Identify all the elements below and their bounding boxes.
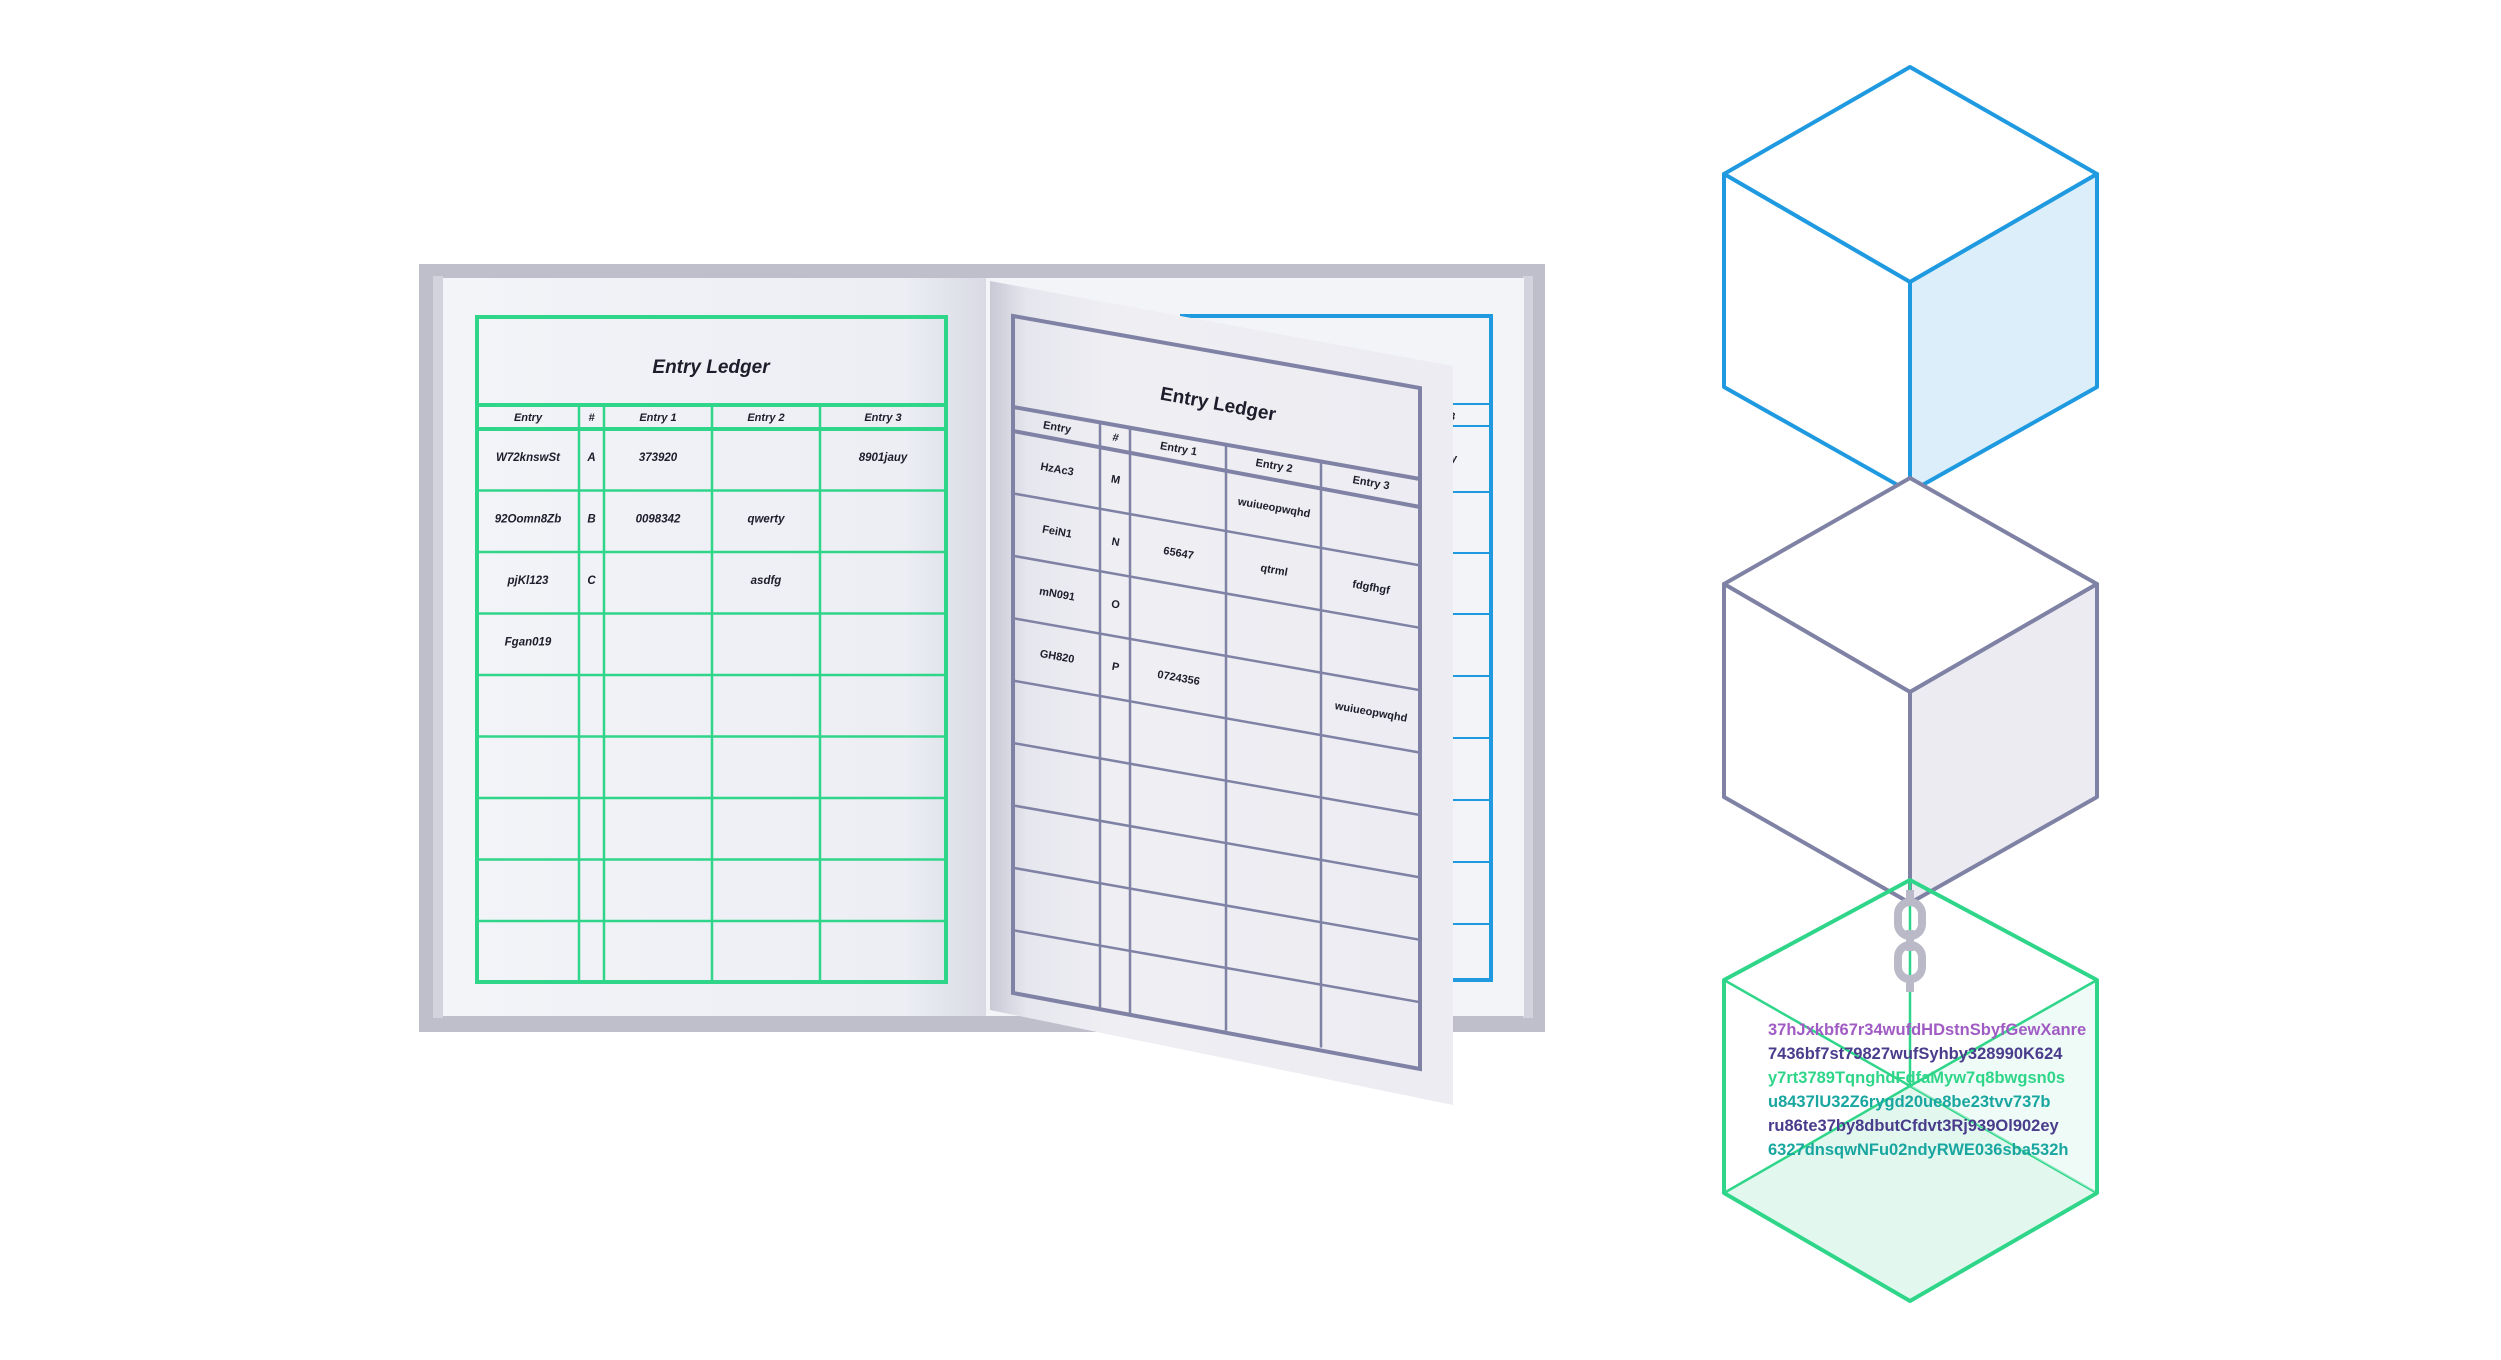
left-table-cell: W72knswSt	[496, 452, 561, 464]
blue-cube-right	[1908, 172, 2099, 494]
slate-block	[1722, 476, 2099, 905]
turn-table-row-divider	[1012, 554, 1421, 630]
left-ledger-title: Entry Ledger	[652, 357, 771, 378]
turn-table-row-divider	[1012, 679, 1421, 754]
green-block	[1721, 878, 2100, 1303]
turn-table-row-divider	[1012, 866, 1421, 942]
turning-page-sheet	[990, 281, 1453, 1105]
turn-table-border	[1011, 313, 1422, 1072]
left-table-header: Entry	[514, 412, 543, 424]
turn-table-cell: GH820	[1039, 648, 1075, 666]
left-table-header: #	[588, 412, 595, 424]
book-page-edge-left	[433, 276, 443, 1018]
turn-table-cell: FeiN1	[1041, 524, 1073, 541]
turn-table-cell: HzAc3	[1039, 461, 1074, 479]
left-page	[443, 278, 986, 1016]
blockchain: 37hJxkbf67r34wufdHDstnSbyfGewXanre 7436bf…	[1721, 65, 2100, 1303]
left-table-cell: qwerty	[747, 514, 785, 526]
left-ledger-table: Entry Ledger Entry # Entry 1 Entry 2 Entry 3…	[475, 315, 948, 984]
chain-link-icon	[1894, 890, 1926, 992]
turn-table-cell: qtrml	[1259, 562, 1288, 579]
turn-table-row-divider	[1012, 616, 1421, 692]
left-table-cell: pjKl123	[507, 575, 550, 587]
hash-line: 37hJxkbf67r34wufdHDstnSbyfGewXanre	[1768, 1021, 2086, 1039]
hash-line: u8437lU32Z6rygd20ue8be23tvv737b	[1768, 1093, 2051, 1111]
turn-table-row-divider	[1012, 804, 1421, 879]
turn-table-header: Entry	[1042, 419, 1073, 436]
blue-block	[1722, 65, 2099, 494]
left-table-cell: B	[587, 514, 595, 526]
left-table-cell: 8901jauy	[859, 452, 908, 464]
left-table-header: Entry 3	[864, 412, 901, 424]
green-cube-right-face	[1910, 980, 2097, 1193]
turn-table-row-divider	[1012, 741, 1421, 817]
hash-line: 7436bf7st79827wufSyhby328990K624	[1768, 1045, 2063, 1063]
left-table-header: Entry 2	[747, 412, 784, 424]
left-table-header: Entry 1	[639, 412, 676, 424]
hash-text-block: 37hJxkbf67r34wufdHDstnSbyfGewXanre 7436bf…	[1768, 1021, 2086, 1159]
turn-table-cell: M	[1110, 473, 1121, 486]
left-table-cell: A	[586, 452, 595, 464]
turn-table-cell: O	[1110, 598, 1121, 611]
left-table-cell: Fgan019	[505, 637, 552, 649]
left-table-cell: C	[587, 575, 596, 587]
left-table-cell: 373920	[639, 452, 678, 464]
turn-table-header: #	[1111, 432, 1119, 445]
hash-line: 6327dnsqwNFu02ndyRWE036sba532h	[1768, 1141, 2068, 1159]
slate-cube-right	[1908, 582, 2099, 905]
turn-table-cell: 65647	[1162, 545, 1194, 562]
turn-table-cell: N	[1111, 536, 1121, 549]
turn-table-row-divider	[1012, 492, 1421, 567]
left-table-cell: asdfg	[751, 575, 782, 587]
left-table-cell: 92Oomn8Zb	[495, 514, 561, 526]
turn-table-row-divider	[1012, 928, 1421, 1004]
hash-line: y7rt3789TqnghdFdfaMyw7q8bwgsn0s	[1768, 1069, 2065, 1087]
turn-table-cell: P	[1111, 661, 1120, 674]
hash-line: ru86te37by8dbutCfdvt3Rj939Ol902ey	[1768, 1117, 2060, 1135]
book-page-edge-right	[1523, 276, 1533, 1018]
left-table-cell: 0098342	[636, 514, 681, 526]
